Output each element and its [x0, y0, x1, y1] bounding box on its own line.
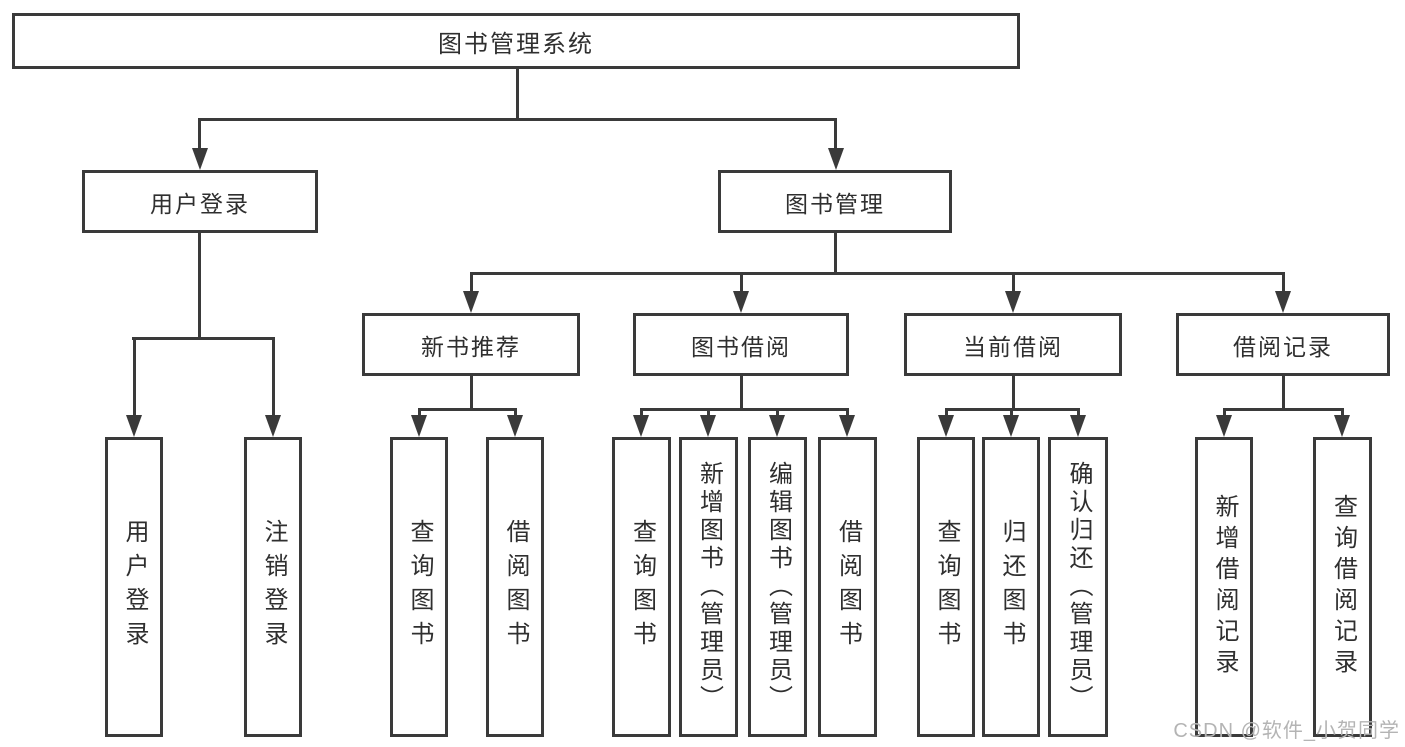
connector-vline [945, 408, 948, 418]
column-label: 注销登录 [260, 519, 287, 655]
connector-hline [640, 408, 848, 411]
arrow-down-icon [265, 415, 281, 437]
leaf-borrow-books: 借阅图书 [818, 437, 877, 737]
connector-vline [834, 233, 837, 272]
arrow-down-icon [633, 415, 649, 437]
node-user-login: 用户登录 [82, 170, 318, 233]
arrow-down-icon [769, 415, 785, 437]
arrow-down-icon [1003, 415, 1019, 437]
arrow-down-icon [828, 148, 844, 170]
leaf-confirm-return-admin: 确认归还（管理员） [1048, 437, 1108, 737]
arrow-down-icon [463, 291, 479, 313]
node-current-borrow: 当前借阅 [904, 313, 1122, 376]
column-label: 新增借阅记录 [1211, 494, 1238, 680]
connector-vline [740, 272, 743, 293]
column-label: 用户登录 [121, 519, 148, 655]
arrow-down-icon [1070, 415, 1086, 437]
arrow-down-icon [1216, 415, 1232, 437]
leaf-logout: 注销登录 [244, 437, 302, 737]
connector-hline [470, 272, 1284, 275]
node-new-book-recommend: 新书推荐 [362, 313, 580, 376]
column-label: 借阅图书 [502, 519, 529, 655]
node-borrow-records: 借阅记录 [1176, 313, 1390, 376]
connector-vline [1010, 408, 1013, 418]
arrow-down-icon [1334, 415, 1350, 437]
connector-hline [198, 118, 837, 121]
leaf-add-borrow-record: 新增借阅记录 [1195, 437, 1253, 737]
leaf-add-books-admin: 新增图书（管理员） [679, 437, 738, 737]
arrow-down-icon [1005, 291, 1021, 313]
arrow-down-icon [507, 415, 523, 437]
column-label: 查询图书 [406, 519, 433, 655]
leaf-edit-books-admin: 编辑图书（管理员） [748, 437, 807, 737]
connector-vline [470, 272, 473, 293]
column-label: 编辑图书（管理员） [764, 461, 792, 713]
connector-vline [1282, 272, 1285, 293]
leaf-query-books-current: 查询图书 [917, 437, 975, 737]
arrow-down-icon [411, 415, 427, 437]
column-label: 新增图书（管理员） [695, 461, 723, 713]
node-root: 图书管理系统 [12, 13, 1020, 69]
connector-vline [740, 376, 743, 408]
connector-vline [418, 408, 421, 418]
arrow-down-icon [192, 148, 208, 170]
arrow-down-icon [126, 415, 142, 437]
leaf-user-login: 用户登录 [105, 437, 163, 737]
leaf-query-borrow-record: 查询借阅记录 [1313, 437, 1372, 737]
connector-hline [132, 337, 274, 340]
column-label: 查询借阅记录 [1329, 494, 1357, 680]
column-label: 确认归还（管理员） [1065, 461, 1092, 713]
leaf-return-books: 归还图书 [982, 437, 1040, 737]
leaf-query-books-borrow: 查询图书 [612, 437, 671, 737]
connector-vline [1282, 376, 1285, 408]
connector-hline [1223, 408, 1343, 411]
connector-vline [834, 118, 837, 150]
connector-vline [198, 233, 201, 337]
connector-vline [514, 408, 517, 418]
node-book-mgmt: 图书管理 [718, 170, 952, 233]
arrow-down-icon [1275, 291, 1291, 313]
connector-vline [707, 408, 710, 418]
connector-vline [776, 408, 779, 418]
connector-hline [418, 408, 517, 411]
column-label: 查询图书 [628, 519, 656, 655]
connector-vline [1223, 408, 1226, 418]
arrow-down-icon [700, 415, 716, 437]
connector-vline [1341, 408, 1344, 418]
connector-vline [1012, 376, 1015, 408]
leaf-query-books-recommend: 查询图书 [390, 437, 448, 737]
connector-vline [272, 337, 275, 417]
arrow-down-icon [839, 415, 855, 437]
arrow-down-icon [733, 291, 749, 313]
arrow-down-icon [938, 415, 954, 437]
connector-vline [640, 408, 643, 418]
connector-vline [198, 118, 201, 150]
connector-vline [1077, 408, 1080, 418]
column-label: 查询图书 [933, 519, 960, 655]
connector-vline [846, 408, 849, 418]
column-label: 归还图书 [998, 519, 1025, 655]
node-book-borrow: 图书借阅 [633, 313, 849, 376]
csdn-watermark: CSDN @软件_小贺同学 [1173, 720, 1400, 742]
leaf-borrow-books-recommend: 借阅图书 [486, 437, 544, 737]
column-label: 借阅图书 [834, 519, 862, 655]
connector-vline [516, 69, 519, 118]
connector-vline [470, 376, 473, 408]
connector-vline [133, 337, 136, 417]
connector-vline [1012, 272, 1015, 293]
